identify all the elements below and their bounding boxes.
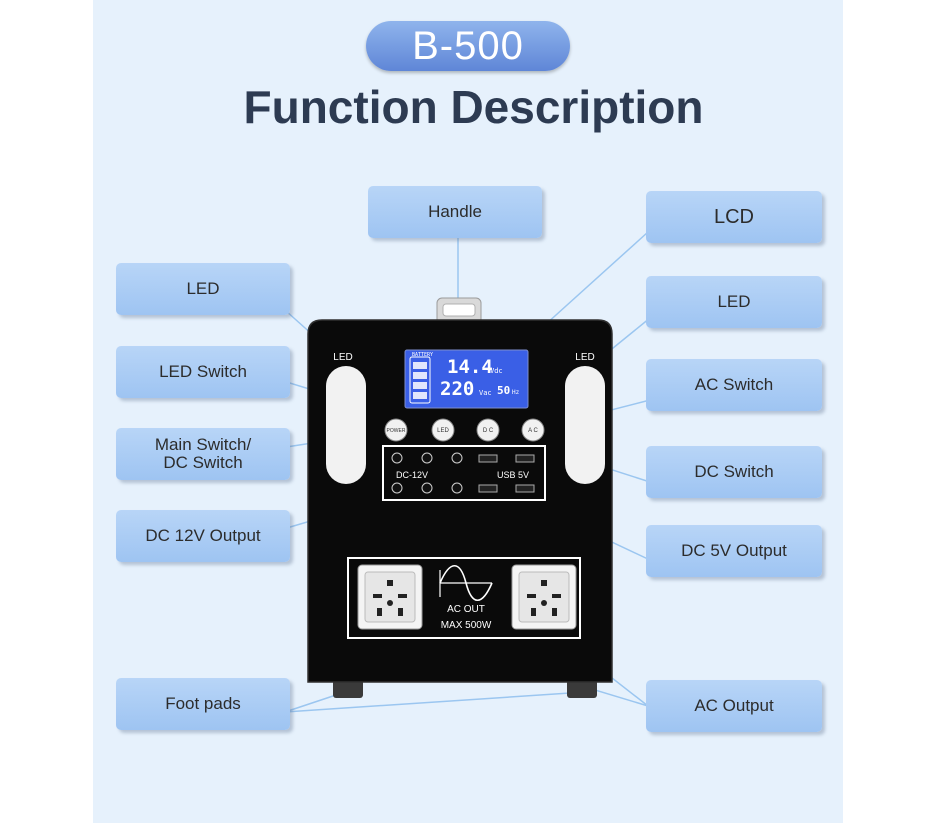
control-buttons: POWER LED D C A C: [384, 418, 545, 442]
dc-usb-panel: DC-12V USB 5V: [382, 445, 546, 501]
dc-port-6[interactable]: [451, 482, 463, 494]
foot-pad-right: [567, 680, 597, 698]
lcd-screen: BATTERY 14.4 Vdc 220 Vac 50 Hz: [404, 349, 529, 409]
lcd-frequency: 50: [497, 384, 510, 397]
sine-wave-icon: [439, 564, 493, 602]
callout-ac-switch: AC Switch: [646, 359, 822, 411]
power-button[interactable]: [384, 418, 408, 442]
usb-port-2[interactable]: [515, 454, 535, 463]
ac-button[interactable]: [521, 418, 545, 442]
led-right-text: LED: [575, 352, 594, 363]
ac-out-text: AC OUT: [447, 604, 485, 615]
leader-foot-right: [284, 691, 586, 713]
lcd-ac-unit: Vac: [479, 389, 492, 397]
callout-foot-pads: Foot pads: [116, 678, 290, 730]
usb-port-4[interactable]: [515, 484, 535, 493]
usb-port-1[interactable]: [478, 454, 498, 463]
lcd-dc-voltage: 14.4: [447, 356, 493, 378]
lcd-frequency-unit: Hz: [512, 389, 520, 396]
page-title: Function Description: [243, 81, 704, 133]
ac-panel: AC OUT MAX 500W: [347, 557, 581, 639]
dc-button[interactable]: [476, 418, 500, 442]
callout-dc5-output: DC 5V Output: [646, 525, 822, 577]
usb-port-3[interactable]: [478, 484, 498, 493]
dc-port-1[interactable]: [391, 452, 403, 464]
dc-port-4[interactable]: [391, 482, 403, 494]
led-lamp-left: [326, 366, 366, 484]
callout-ac-output: AC Output: [646, 680, 822, 732]
foot-pad-left: [333, 680, 363, 698]
ac-socket-left[interactable]: [357, 564, 423, 630]
ac-button-label: A C: [528, 428, 538, 434]
lcd-battery-label: BATTERY: [412, 352, 433, 358]
callout-dc-switch: DC Switch: [646, 446, 822, 498]
led-button-label: LED: [437, 428, 449, 434]
dc-port-5[interactable]: [421, 482, 433, 494]
led-button[interactable]: [431, 418, 455, 442]
dc-port-3[interactable]: [451, 452, 463, 464]
callout-led-switch: LED Switch: [116, 346, 290, 398]
dc-port-2[interactable]: [421, 452, 433, 464]
callout-led-left: LED: [116, 263, 290, 315]
callout-main-switch: Main Switch/ DC Switch: [116, 428, 290, 480]
callout-dc12-output: DC 12V Output: [116, 510, 290, 562]
lcd-ac-voltage: 220: [440, 378, 474, 400]
callout-handle: Handle: [368, 186, 542, 238]
callout-lcd: LCD: [646, 191, 822, 243]
model-badge: B-500: [366, 21, 570, 71]
lcd-dc-unit: Vdc: [490, 367, 503, 375]
ac-socket-right[interactable]: [511, 564, 577, 630]
power-button-label: POWER: [387, 428, 406, 434]
callout-led-right: LED: [646, 276, 822, 328]
usb-5v-text: USB 5V: [497, 470, 529, 480]
led-left-text: LED: [333, 352, 352, 363]
dc-12v-text: DC-12V: [396, 470, 428, 480]
dc-button-label: D C: [483, 428, 494, 434]
ac-max-text: MAX 500W: [441, 620, 492, 631]
led-lamp-right: [565, 366, 605, 484]
